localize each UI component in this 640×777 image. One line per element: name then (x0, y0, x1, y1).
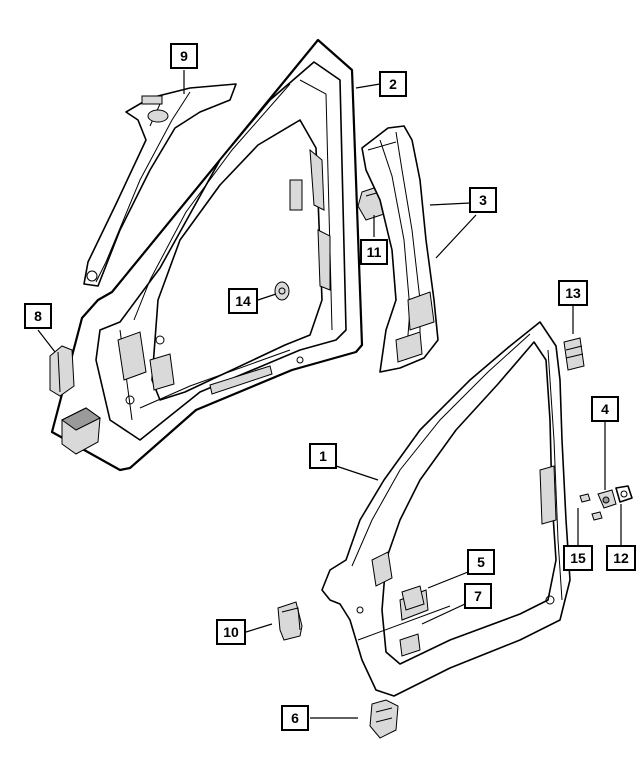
svg-text:11: 11 (367, 244, 382, 260)
svg-text:3: 3 (479, 192, 487, 208)
bolt-part-15 (579, 493, 603, 521)
leader-8 (37, 329, 56, 353)
hinge-part-4 (597, 489, 617, 509)
callout-14: 14 (228, 288, 258, 314)
svg-text:4: 4 (601, 401, 609, 417)
windshield-pillar-reinforcement-part (83, 83, 237, 287)
leader-10 (245, 623, 273, 633)
svg-text:13: 13 (565, 285, 581, 301)
block-part (61, 407, 101, 455)
plug-part-14 (274, 281, 290, 301)
clip-part-12 (615, 485, 633, 503)
lower-bracket-part-6 (369, 699, 399, 739)
svg-text:2: 2 (389, 76, 397, 92)
bracket-part-10 (277, 601, 303, 641)
callout-7: 7 (464, 583, 492, 609)
callout-13: 13 (558, 280, 588, 306)
leader-1 (335, 465, 379, 481)
callout-6: 6 (281, 705, 309, 731)
b-pillar-reinforcement-part (361, 125, 439, 373)
hinge-plate-part-5 (401, 585, 425, 611)
leader-14 (257, 293, 277, 301)
leader-2 (355, 83, 381, 89)
callout-3: 3 (469, 187, 497, 213)
callout-5: 5 (467, 549, 495, 575)
callout-1: 1 (309, 443, 337, 469)
leader-7 (421, 603, 466, 625)
svg-text:5: 5 (477, 554, 485, 570)
svg-text:12: 12 (613, 550, 629, 566)
svg-text:1: 1 (319, 448, 327, 464)
svg-text:6: 6 (291, 710, 299, 726)
hinge-plate-part-13 (563, 337, 585, 371)
svg-text:14: 14 (235, 293, 251, 309)
callout-2: 2 (379, 71, 407, 97)
body-side-aperture-part (321, 321, 571, 697)
callout-9: 9 (170, 43, 198, 69)
bracket-part-8 (49, 345, 75, 397)
svg-text:7: 7 (474, 588, 482, 604)
leader-5 (427, 571, 469, 589)
leader-lines (37, 70, 622, 719)
leader-3b (435, 214, 477, 259)
leader-3a (429, 202, 471, 206)
callout-8: 8 (24, 303, 52, 329)
svg-text:15: 15 (570, 550, 586, 566)
callout-15: 15 (563, 545, 593, 571)
svg-text:9: 9 (180, 48, 188, 64)
svg-text:10: 10 (223, 624, 239, 640)
inner-pillar-panel-part (95, 61, 347, 441)
callout-12: 12 (606, 545, 636, 571)
callout-10: 10 (216, 619, 246, 645)
callout-11: 11 (360, 239, 388, 265)
callout-4: 4 (591, 396, 619, 422)
svg-text:8: 8 (34, 308, 42, 324)
